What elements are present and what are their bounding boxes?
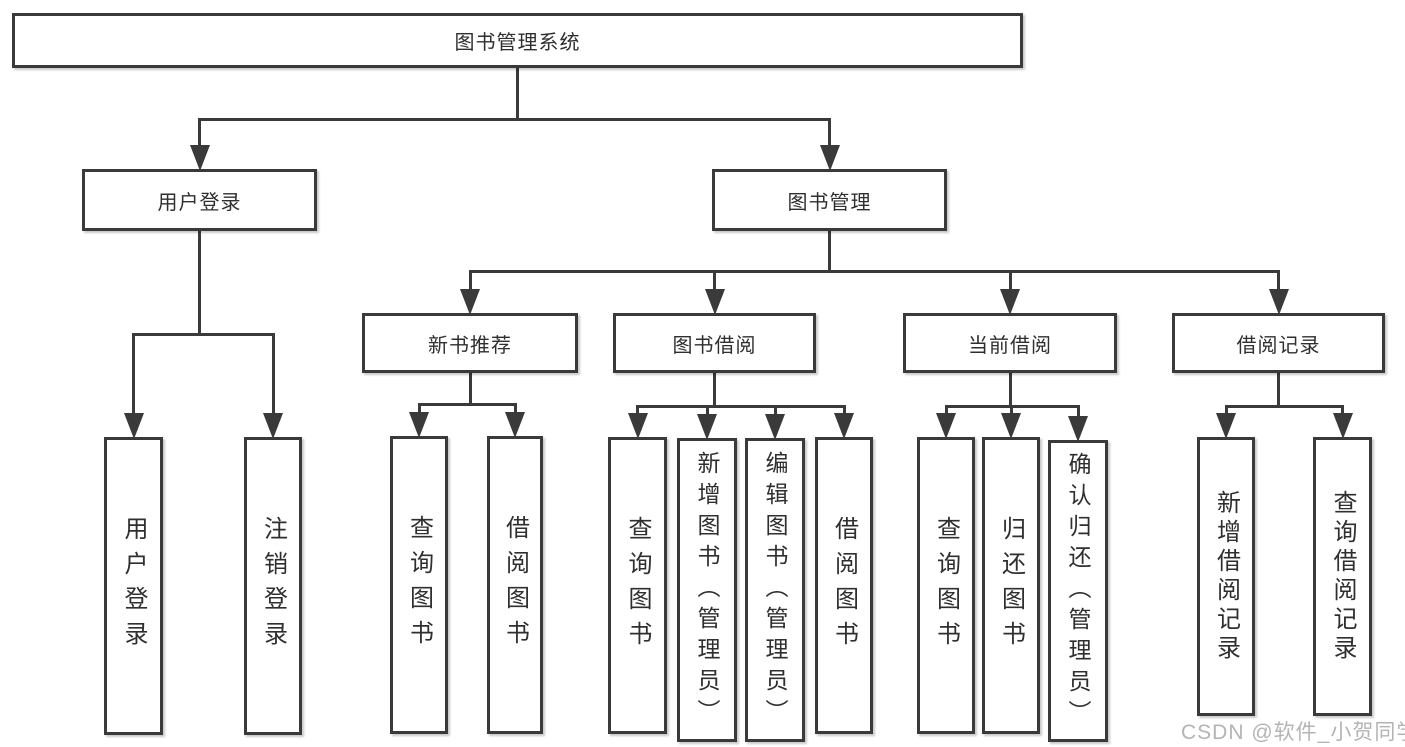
node-label: 新书推荐	[428, 334, 512, 357]
arrowhead-down-icon	[1332, 413, 1353, 439]
node-new-book-rec: 新书推荐	[362, 313, 578, 373]
connector-line	[468, 270, 472, 300]
connector-line	[516, 68, 519, 121]
arrowhead-down-icon	[189, 145, 210, 171]
node-borrow-books-1: 借阅图书	[487, 436, 543, 734]
connector-line	[1008, 373, 1012, 408]
node-current-borrow: 当前借阅	[903, 313, 1117, 373]
arrowhead-down-icon	[123, 413, 144, 439]
arrowhead-down-icon	[697, 414, 717, 440]
arrowhead-down-icon	[1001, 413, 1021, 439]
connector-line	[468, 270, 1280, 273]
node-user-login: 用户登录	[82, 169, 317, 231]
connector-line	[1008, 270, 1012, 300]
connector-line	[828, 231, 831, 273]
node-return-books: 归还图书	[982, 437, 1040, 734]
connector-line	[132, 333, 275, 336]
node-label: 新增图书（管理员）	[694, 450, 720, 730]
connector-line	[713, 373, 716, 408]
arrowhead-down-icon	[704, 289, 725, 315]
node-edit-books-admin: 编辑图书（管理员）	[745, 438, 805, 742]
node-label: 确认归还（管理员）	[1065, 451, 1091, 731]
node-query-books-3: 查询图书	[917, 437, 975, 734]
arrowhead-down-icon	[409, 412, 429, 438]
node-borrow-records: 借阅记录	[1172, 313, 1385, 373]
connector-line	[198, 118, 201, 156]
arrowhead-down-icon	[460, 289, 480, 315]
connector-line	[636, 405, 846, 408]
node-book-borrow: 图书借阅	[613, 313, 816, 373]
node-label: 注销登录	[259, 516, 287, 656]
node-label: 查询借阅记录	[1329, 489, 1356, 664]
watermark: CSDN @软件_小贺同学	[1181, 721, 1405, 744]
node-label: 当前借阅	[968, 334, 1052, 357]
node-query-borrow-record: 查询借阅记录	[1313, 437, 1372, 716]
connector-line	[417, 403, 517, 406]
connector-line	[713, 270, 716, 300]
node-confirm-return-admin: 确认归还（管理员）	[1048, 440, 1108, 742]
node-add-borrow-record: 新增借阅记录	[1197, 437, 1255, 716]
node-label: 用户登录	[157, 191, 242, 214]
arrowhead-down-icon	[936, 413, 956, 439]
node-label: 查询图书	[624, 515, 651, 656]
node-add-books-admin: 新增图书（管理员）	[677, 438, 737, 742]
arrowhead-down-icon	[834, 413, 854, 439]
arrowhead-down-icon	[627, 413, 648, 439]
connector-line	[271, 333, 275, 424]
connector-line	[198, 231, 201, 336]
node-label: 借阅记录	[1236, 334, 1321, 357]
arrowhead-down-icon	[765, 414, 785, 440]
node-label: 查询图书	[405, 515, 433, 655]
arrowhead-down-icon	[1216, 413, 1236, 439]
connector-line	[468, 373, 472, 406]
node-label: 图书借阅	[672, 334, 757, 357]
node-label: 新增借阅记录	[1212, 489, 1240, 664]
arrowhead-down-icon	[1000, 289, 1020, 315]
node-borrow-books-2: 借阅图书	[815, 437, 873, 734]
node-logout-op: 注销登录	[244, 437, 302, 735]
arrowhead-down-icon	[263, 413, 283, 439]
connector-line	[828, 118, 831, 156]
node-label: 借阅图书	[830, 515, 858, 656]
connector-line	[198, 118, 831, 121]
node-label: 借阅图书	[501, 515, 529, 655]
node-root: 图书管理系统	[12, 13, 1023, 68]
connector-line	[132, 333, 135, 424]
arrowhead-down-icon	[1068, 416, 1088, 442]
node-query-books-1: 查询图书	[390, 436, 448, 734]
node-user-login-op: 用户登录	[104, 437, 163, 735]
connector-line	[1224, 405, 1344, 408]
node-label: 图书管理系统	[454, 32, 581, 54]
arrowhead-down-icon	[1268, 289, 1289, 315]
node-label: 归还图书	[997, 515, 1025, 656]
node-query-books-2: 查询图书	[608, 437, 667, 734]
arrowhead-down-icon	[505, 412, 525, 438]
node-book-mgmt: 图书管理	[712, 169, 947, 231]
node-label: 图书管理	[787, 191, 872, 214]
node-label: 用户登录	[120, 516, 147, 656]
arrowhead-down-icon	[819, 145, 840, 171]
connector-line	[1277, 373, 1280, 408]
node-label: 编辑图书（管理员）	[762, 450, 788, 730]
node-label: 查询图书	[932, 515, 960, 656]
connector-line	[1277, 270, 1280, 300]
